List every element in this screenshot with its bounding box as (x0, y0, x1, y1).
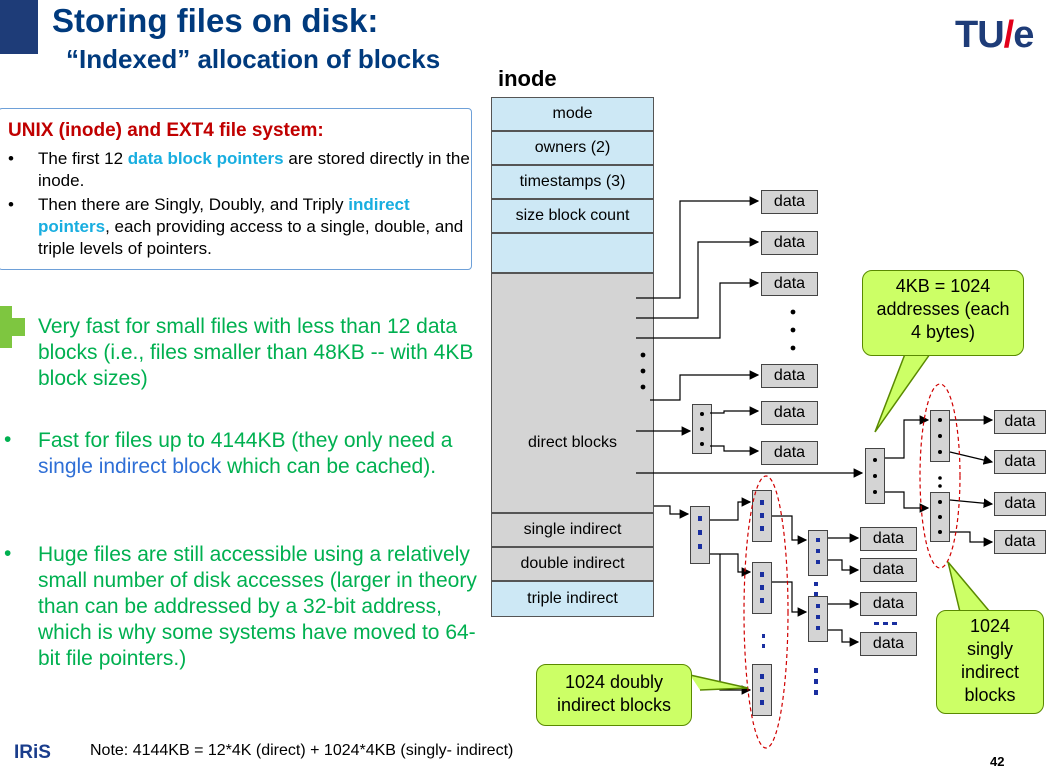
data-block: data (994, 410, 1046, 434)
iris-logo: IRiS (14, 742, 51, 764)
callout-heading: UNIX (inode) and EXT4 file system: (8, 120, 324, 141)
data-block: data (860, 558, 917, 582)
data-block: data (761, 364, 818, 388)
data-block: data (994, 530, 1046, 554)
point-fast-small: Very fast for small files with less than… (38, 315, 474, 390)
bubble-doubly-indirect: 1024 doubly indirect blocks (536, 664, 692, 726)
logo-main: TU (955, 14, 1005, 56)
point-huge-files: Huge files are still accessible using a … (38, 543, 477, 670)
p2-pre: Fast for files up to 4144KB (they only n… (38, 429, 453, 452)
inode-size-block-count: size block count (491, 199, 654, 233)
data-block: data (761, 401, 818, 425)
data-block: data (860, 592, 917, 616)
bubble-addresses: 4KB = 1024 addresses (each 4 bytes) (862, 270, 1024, 356)
footer-note: Note: 4144KB = 12*4K (direct) + 1024*4KB… (90, 742, 514, 759)
inode-spare (491, 233, 654, 273)
data-block: data (860, 632, 917, 656)
bullet-dot: • (8, 195, 14, 214)
inode-timestamps: timestamps (3) (491, 165, 654, 199)
point-single-indirect: Fast for files up to 4144KB (they only n… (38, 428, 478, 480)
p2-post: which can be cached). (221, 455, 437, 478)
inode-owners: owners (2) (491, 131, 654, 165)
data-block: data (761, 441, 818, 465)
callout-b1-post: are stored directly in the inode. (38, 149, 470, 190)
bullet-dot: • (4, 428, 12, 451)
data-block: data (761, 272, 818, 296)
iris-text: IRiS (14, 742, 51, 763)
bullet-dot: • (8, 149, 14, 168)
callout-b2-pre: Then there are Singly, Doubly, and Tripl… (38, 195, 349, 214)
data-block: data (761, 190, 818, 214)
callout-b1-highlight: data block pointers (127, 149, 284, 168)
callout-b2-highlight: indirect pointers (38, 195, 410, 236)
data-block: data (994, 450, 1046, 474)
plus-icon-bar (0, 318, 25, 336)
bullet-dot: • (4, 542, 12, 565)
callout-b2-post: , each providing access to a single, dou… (38, 217, 464, 258)
inode-double-indirect: double indirect (491, 547, 654, 581)
callout-box (0, 108, 472, 270)
inode-label: inode (498, 66, 557, 91)
title-accent-bar (0, 0, 38, 54)
p2-blue: single indirect block (38, 455, 222, 478)
callout-b1-pre: The first 12 (38, 149, 128, 168)
inode-triple-indirect: triple indirect (491, 581, 654, 617)
callout-bullet-1: • The first 12 data block pointers are s… (8, 148, 470, 192)
tue-logo: TU/e (955, 14, 1034, 57)
inode-single-indirect: single indirect (491, 513, 654, 547)
data-block: data (761, 231, 818, 255)
logo-slash: / (1003, 14, 1015, 56)
slide-title: Storing files on disk: (52, 2, 379, 39)
slide-subtitle: “Indexed” allocation of blocks (66, 44, 441, 74)
data-block: data (860, 527, 917, 551)
callout-bullet-2: • Then there are Singly, Doubly, and Tri… (8, 194, 470, 260)
inode-mode: mode (491, 97, 654, 131)
page-number: 42 (990, 754, 1005, 769)
logo-end: e (1013, 14, 1034, 56)
inode-direct-blocks: direct blocks (491, 273, 654, 513)
bubble-singly-indirect: 1024 singly indirect blocks (936, 610, 1044, 714)
